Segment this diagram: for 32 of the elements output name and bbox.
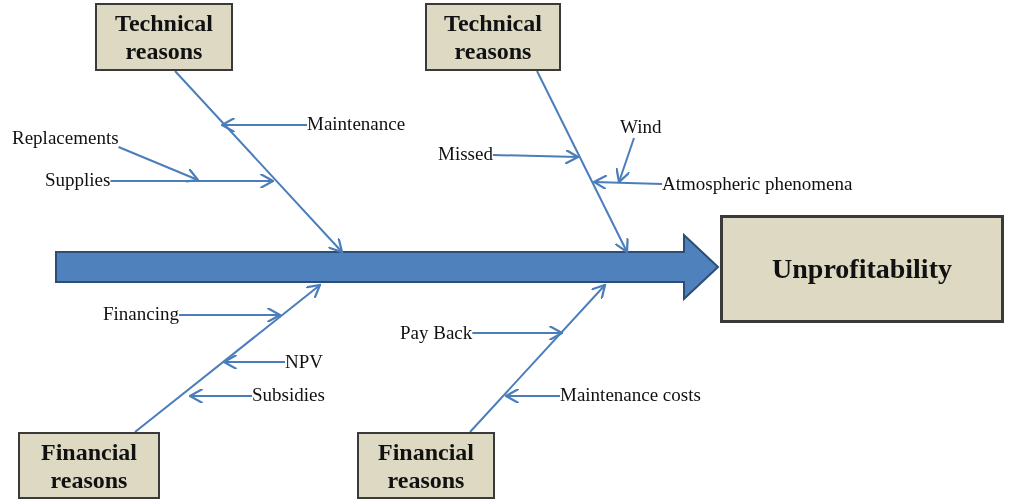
category-box: Financial reasons [357,432,495,499]
cause-arrow [592,174,663,191]
cause-label: Subsidies [252,384,325,406]
cause-label: Supplies [45,169,111,191]
cause-arrow [504,387,561,405]
bone-arrow [536,70,629,254]
bone-arrow [134,283,322,433]
cause-label: Maintenance [307,113,406,135]
cause-label: Replacements [12,127,119,149]
cause-label: Wind [620,116,662,138]
cause-label: Atmospheric phenomena [662,173,853,195]
cause-arrow [220,116,308,134]
cause-arrow [471,324,564,342]
cause-arrow [615,137,635,184]
spine-arrow [55,232,720,302]
cause-label: Missed [438,143,493,165]
category-box: Technical reasons [425,3,561,71]
cause-arrow [188,387,253,405]
bone-arrow [174,70,344,254]
cause-arrow [222,353,286,371]
cause-label: Pay Back [400,322,473,344]
cause-label: Maintenance costs [560,384,701,406]
category-box: Technical reasons [95,3,233,71]
cause-label: Financing [103,303,179,325]
cause-arrow [109,172,275,190]
cause-arrow [117,146,200,183]
cause-label: NPV [285,351,323,373]
category-box: Financial reasons [18,432,160,499]
bone-arrow [469,283,607,433]
cause-arrow [491,148,580,165]
cause-arrow [178,306,282,324]
effect-box: Unprofitability [720,215,1004,323]
